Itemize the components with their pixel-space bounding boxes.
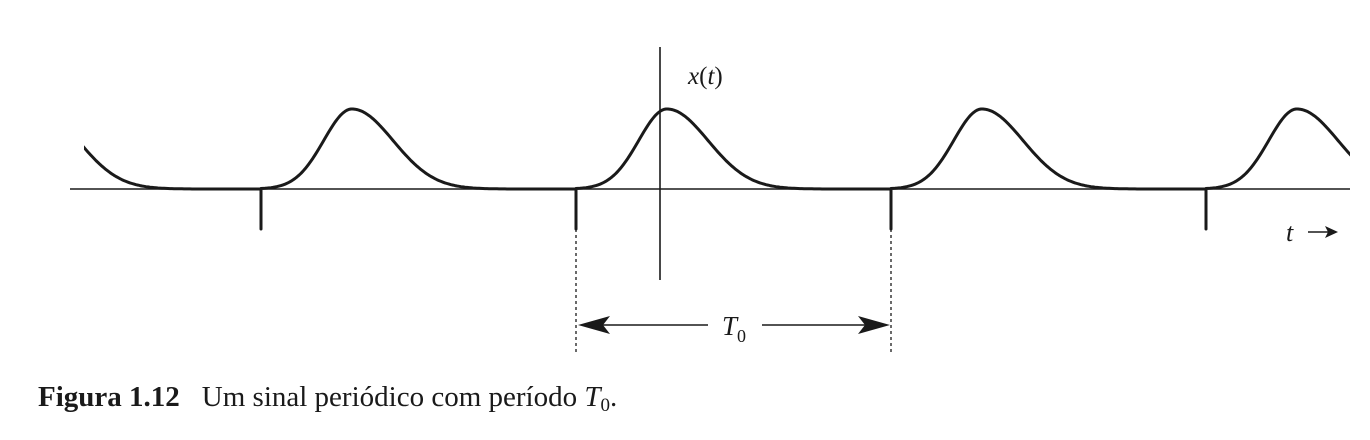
caption-period-subscript: 0 (600, 395, 610, 416)
caption-period-symbol: T (584, 381, 601, 413)
figure-caption: Figura 1.12 Um sinal periódico com períod… (38, 381, 617, 425)
arrowhead-right-icon (858, 316, 890, 334)
caption-label: Figura 1.12 (38, 381, 180, 413)
signal-waveform (84, 107, 1350, 231)
caption-period-mark: . (609, 381, 618, 413)
period-label: T0 (722, 311, 746, 346)
time-direction-arrow-icon (1308, 226, 1338, 238)
time-axis-label: t (1286, 218, 1294, 247)
caption-text: Um sinal periódico com período (201, 381, 578, 413)
arrowhead-left-icon (578, 316, 610, 334)
signal-label: x(t) (687, 63, 723, 90)
period-dimension-arrow (578, 316, 890, 334)
